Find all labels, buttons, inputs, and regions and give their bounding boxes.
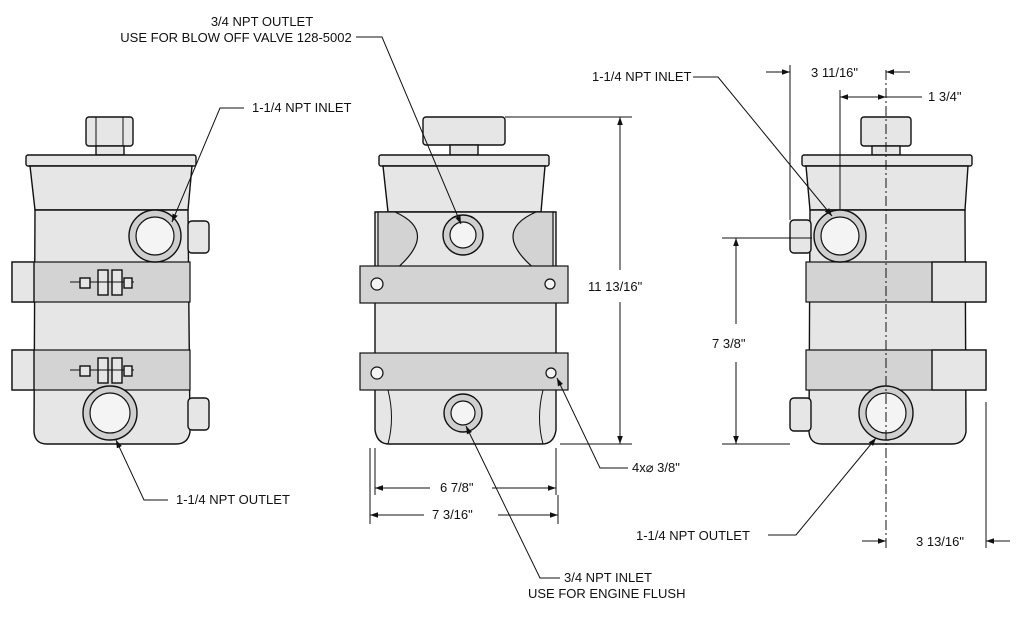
bottom-inlet-label-line1: 3/4 NPT INLET: [564, 570, 652, 585]
dimension-text: 11 13/16" 6 7/8" 7 3/16" 4x⌀ 3/8" 3 11/1…: [432, 65, 964, 549]
callout-text: 1-1/4 NPT INLET 1-1/4 NPT OUTLET 3/4 NPT…: [120, 14, 750, 601]
center-band-lower: [359, 352, 569, 391]
dim-width-outer: 7 3/16": [432, 507, 473, 522]
leaders: [115, 36, 877, 579]
center-band-upper: [359, 265, 569, 304]
center-hole-2: [544, 278, 556, 290]
top-outlet-label-line2: USE FOR BLOW OFF VALVE 128-5002: [120, 30, 351, 45]
left-bolt-lower: [70, 357, 134, 384]
left-lid: [25, 154, 197, 167]
dim-inlet-height: 7 3/8": [712, 336, 746, 351]
left-outlet-label: 1-1/4 NPT OUTLET: [176, 492, 290, 507]
right-band-tab-lower: [931, 349, 987, 391]
center-view: [359, 116, 569, 445]
left-bolt-upper: [70, 269, 134, 296]
right-band-tab-upper: [931, 261, 987, 303]
right-view: [789, 70, 987, 548]
left-stub-lower: [187, 397, 210, 431]
left-inlet-label: 1-1/4 NPT INLET: [252, 100, 352, 115]
dimension-lines: [369, 65, 1010, 548]
center-lid: [378, 154, 550, 167]
dim-inlet-center: 1 3/4": [928, 89, 962, 104]
dim-outlet-offset: 3 13/16": [916, 534, 964, 549]
dim-height: 11 13/16": [588, 279, 643, 294]
left-top-taper: [29, 165, 193, 211]
bottom-inlet-label-line2: USE FOR ENGINE FLUSH: [528, 586, 685, 601]
center-hole-1: [370, 277, 384, 291]
left-band-tab-lower: [11, 349, 35, 391]
right-stub-lower: [789, 397, 812, 432]
center-hole-4: [545, 367, 557, 379]
left-band-tab-upper: [11, 261, 35, 303]
right-stub-upper: [789, 219, 812, 254]
right-lid: [801, 154, 973, 167]
left-cap-knob: [85, 116, 134, 147]
center-hole-3: [370, 366, 384, 380]
left-stub-upper: [187, 220, 210, 254]
center-top-taper: [382, 165, 546, 213]
left-cap-stem: [95, 145, 125, 156]
dim-width-inner: 6 7/8": [440, 480, 474, 495]
center-cap-knob: [422, 116, 506, 146]
left-view: [11, 116, 210, 445]
dim-inlet-offset: 3 11/16": [811, 65, 858, 80]
top-outlet-label-line1: 3/4 NPT OUTLET: [211, 14, 313, 29]
right-outlet-label: 1-1/4 NPT OUTLET: [636, 528, 750, 543]
right-inlet-label: 1-1/4 NPT INLET: [592, 69, 692, 84]
dim-holes: 4x⌀ 3/8": [632, 460, 680, 475]
